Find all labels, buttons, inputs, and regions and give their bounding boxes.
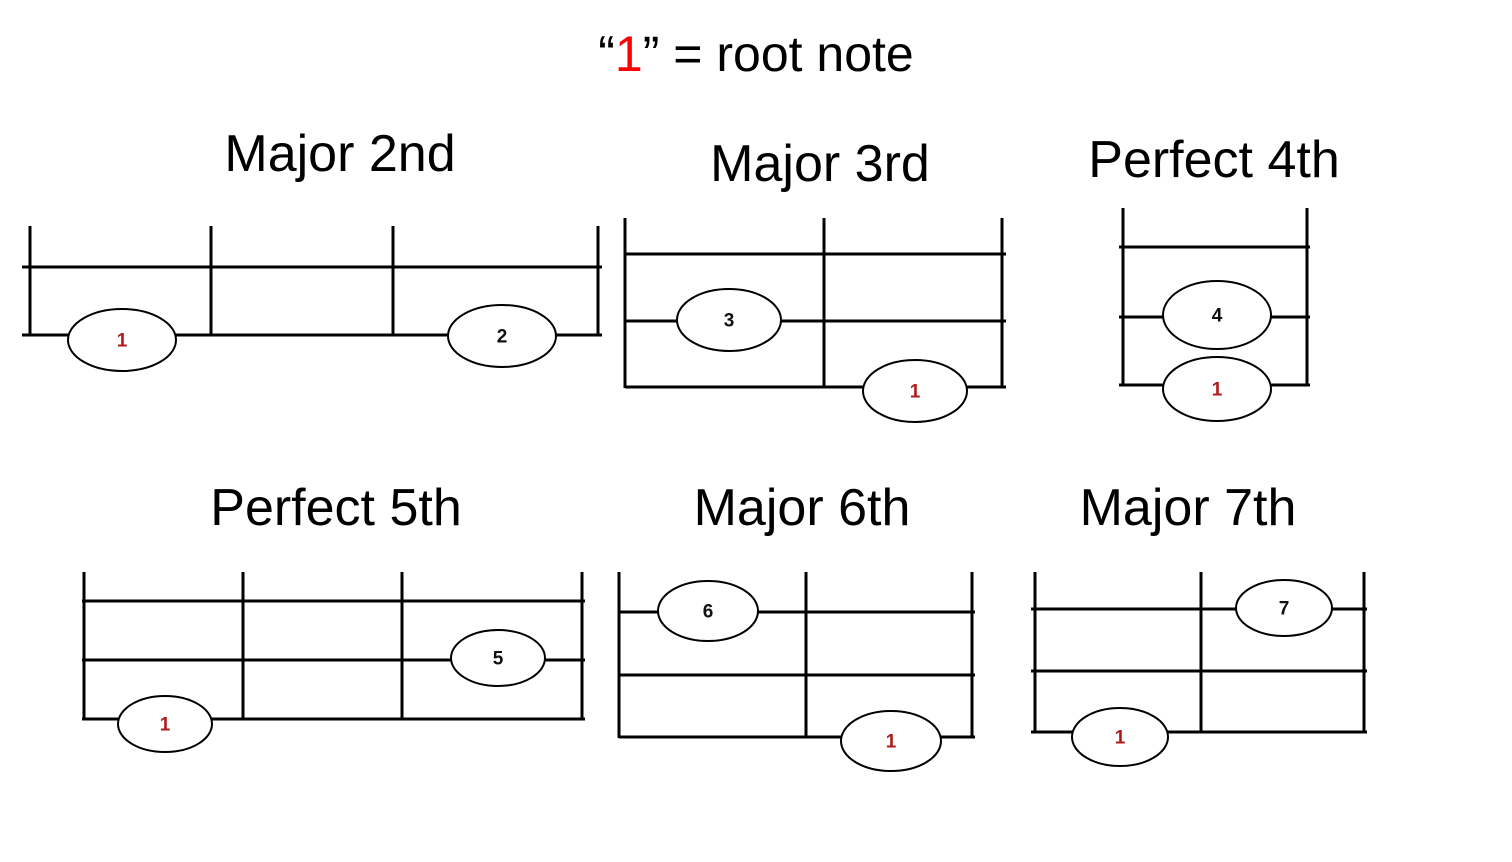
- fretboard-perfect-5th: 5 1: [82, 572, 585, 753]
- title-major-6th: Major 6th: [693, 479, 911, 537]
- interval-note-label: 4: [1212, 306, 1223, 327]
- heading-root-symbol: 1: [614, 26, 643, 82]
- root-note-label: 1: [160, 715, 171, 736]
- interval-note-marker: 2: [447, 304, 557, 368]
- interval-note-label: 6: [703, 602, 714, 623]
- interval-note-label: 3: [724, 311, 735, 332]
- root-note-marker: 1: [117, 695, 213, 753]
- root-note-marker: 1: [1071, 707, 1169, 767]
- root-note-label: 1: [886, 732, 897, 753]
- heading-text: = root note: [659, 26, 914, 82]
- interval-note-marker: 3: [676, 288, 782, 352]
- title-major-2nd: Major 2nd: [224, 125, 456, 183]
- fretboard-major-3rd: 3 1: [623, 218, 1006, 423]
- page-heading: “1” = root note: [0, 22, 1512, 86]
- root-note-label: 1: [1212, 380, 1223, 401]
- root-note-marker: 1: [1162, 356, 1272, 422]
- interval-note-label: 5: [493, 649, 504, 670]
- root-note-marker: 1: [67, 308, 177, 372]
- interval-note-label: 2: [497, 327, 508, 348]
- title-perfect-5th: Perfect 5th: [210, 479, 462, 537]
- fretboard-major-7th: 7 1: [1031, 572, 1367, 767]
- title-major-7th: Major 7th: [1079, 479, 1297, 537]
- title-major-3rd: Major 3rd: [710, 135, 930, 193]
- interval-note-label: 7: [1279, 599, 1290, 620]
- root-note-marker: 1: [862, 359, 968, 423]
- heading-open-quote: “: [598, 26, 615, 82]
- fretboard-major-2nd: 1 2: [22, 226, 602, 372]
- interval-note-marker: 4: [1162, 280, 1272, 350]
- root-note-label: 1: [1115, 728, 1126, 749]
- root-note-label: 1: [117, 331, 128, 352]
- fretboard-major-6th: 6 1: [617, 572, 975, 772]
- interval-note-marker: 5: [450, 629, 546, 687]
- interval-note-marker: 7: [1235, 579, 1333, 637]
- title-perfect-4th: Perfect 4th: [1088, 131, 1340, 189]
- interval-note-marker: 6: [657, 580, 759, 642]
- root-note-marker: 1: [840, 710, 942, 772]
- fretboard-perfect-4th: 4 1: [1119, 208, 1310, 422]
- heading-close-quote: ”: [642, 26, 660, 82]
- root-note-label: 1: [910, 382, 921, 403]
